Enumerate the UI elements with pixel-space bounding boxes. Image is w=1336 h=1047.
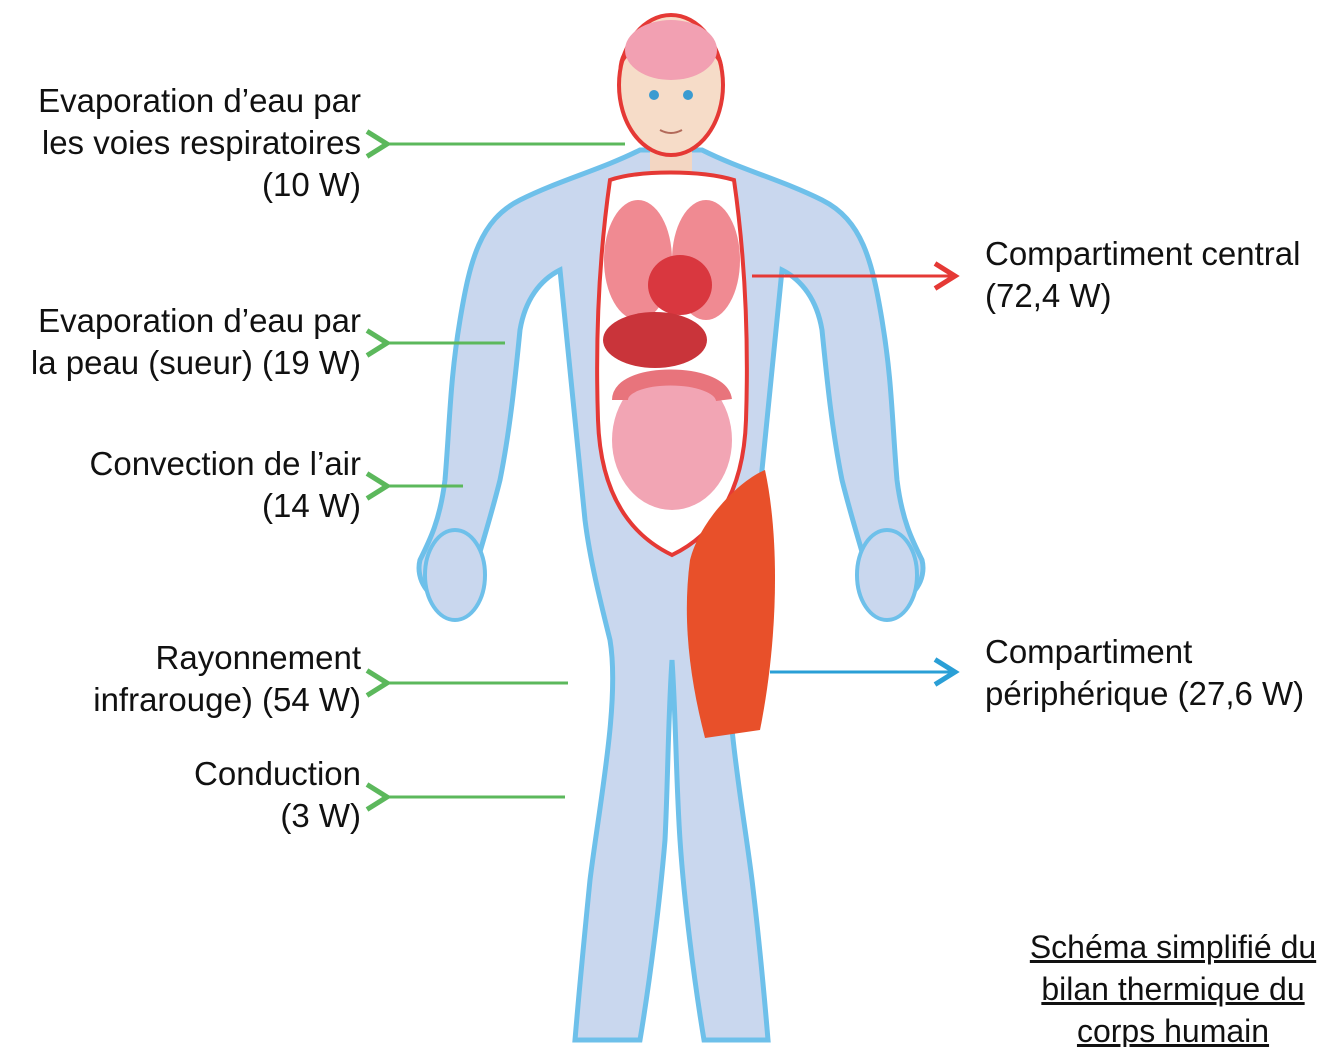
label-central: Compartiment central (72,4 W) xyxy=(985,233,1300,317)
label-ir: Rayonnement infrarouge) (54 W) xyxy=(93,637,361,721)
caption: Schéma simplifié du bilan thermique du c… xyxy=(960,926,1336,1047)
label-peripheral: Compartiment périphérique (27,6 W) xyxy=(985,631,1304,715)
organs xyxy=(597,173,747,556)
label-resp: Evaporation d’eau par les voies respirat… xyxy=(38,80,361,206)
label-skin: Evaporation d’eau par la peau (sueur) (1… xyxy=(31,300,361,384)
label-conv: Convection de l’air (14 W) xyxy=(90,443,361,527)
label-cond: Conduction (3 W) xyxy=(194,753,361,837)
